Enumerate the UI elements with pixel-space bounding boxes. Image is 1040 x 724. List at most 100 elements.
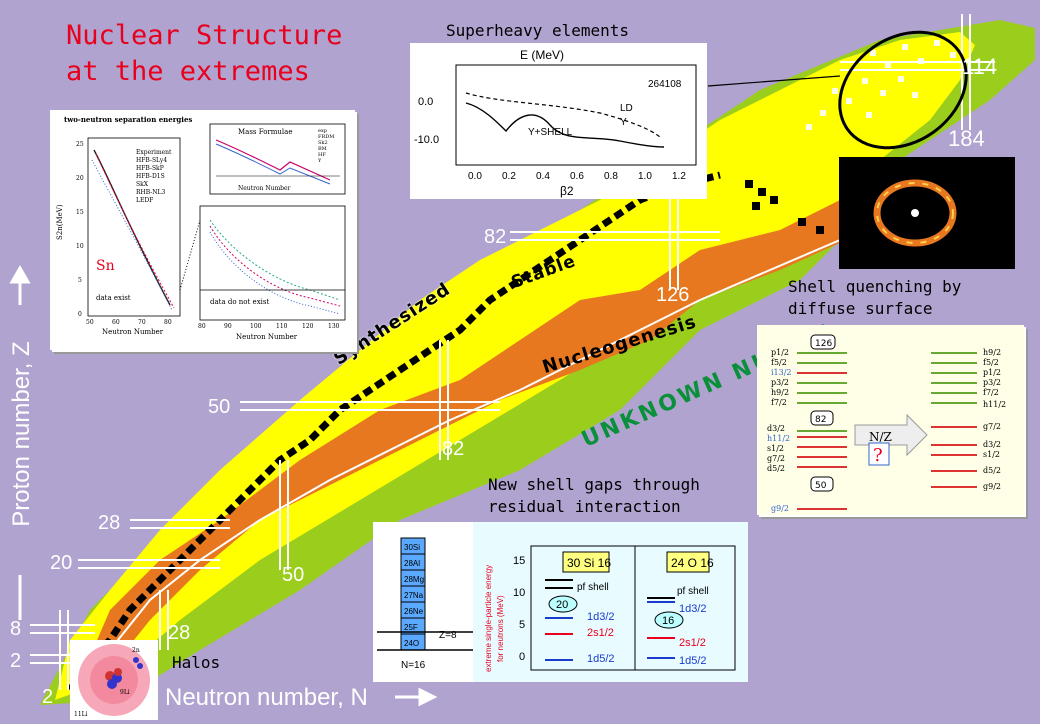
sh-shell-label: Y+SHELL (528, 127, 573, 138)
si-gap: 20 (556, 599, 568, 611)
halos-caption: Halos (172, 653, 221, 672)
o-orbital-1: 2s1/2 (679, 637, 706, 649)
xtick-r-3: 110 (276, 323, 288, 330)
ngp-ytick-1: 10 (513, 587, 525, 599)
right-level-lines (931, 352, 977, 488)
s2n-y-label: S2n(MeV) (56, 204, 64, 240)
shell-levels-panel: p1/2 f5/2 i13/2 p3/2 h9/2 f7/2 d3/2 h11/… (757, 325, 1024, 515)
legend-4: SkX (136, 181, 149, 188)
shell-quenching-caption: Shell quenching by diffuse surface (788, 276, 961, 320)
x-axis-label: Neutron number, N (165, 684, 368, 711)
magic-z-114: 114 (962, 54, 998, 79)
mass-legend-1: FRDM (318, 134, 334, 140)
sh-y-label: Y (620, 117, 627, 128)
ytick-2: 15 (76, 209, 84, 216)
lvl-l-4: h9/2 (771, 388, 789, 397)
halo-2n-label: 2n (132, 647, 140, 654)
ytick-1: 20 (76, 175, 84, 182)
diffuse-surface-image (839, 157, 1015, 269)
sh-ld-label: LD (620, 103, 633, 114)
box-126: 126 (815, 339, 832, 349)
o-orbital-0: 1d3/2 (679, 603, 707, 615)
xtick-l-3: 80 (164, 319, 172, 326)
ngp-ytick-0: 15 (513, 555, 525, 567)
halo-11li-label: 11Li (74, 711, 88, 718)
s2n-x-label-left: Neutron Number (102, 328, 164, 336)
ytick-0: 25 (76, 141, 84, 148)
lvl-r-5: h11/2 (983, 400, 1006, 409)
o-label: 24 O 16 (671, 556, 714, 570)
superheavy-caption: Superheavy elements (446, 21, 630, 40)
o-pf-shell: pf shell (677, 586, 709, 597)
lvl-l-1: f5/2 (771, 358, 787, 367)
iso-3: 27Na (404, 591, 424, 600)
y-axis-label: Proton number, Z (8, 341, 35, 527)
o-orbital-2: 1d5/2 (679, 655, 707, 667)
new-shell-gaps-line-2: residual interaction (488, 497, 681, 516)
ytick-4: 5 (78, 277, 82, 284)
superheavy-y-label: E (MeV) (520, 48, 564, 62)
ngp-y-label-2: for neutrons (MeV) (496, 595, 505, 662)
sh-ytick-1: -10.0 (414, 134, 439, 146)
lvl-l-2: i13/2 (771, 368, 792, 377)
ngp-ytick-2: 5 (519, 619, 525, 631)
isotope-labels: 30Si 28Al 28Mg 27Na 26Ne 25F 24O (404, 543, 424, 648)
superheavy-panel: E (MeV) 0.0 -10.0 264108 LD Y Y+SHELL 0.… (410, 43, 707, 199)
lvl-l-0: p1/2 (771, 348, 789, 357)
box-50: 50 (815, 481, 827, 491)
mass-legend-0: exp (318, 128, 327, 134)
xtick-r-0: 80 (198, 323, 206, 330)
o-levels (647, 597, 675, 659)
ngp-ytick-3: 0 (519, 651, 525, 663)
halo-image: 2n 9Li 11Li (70, 640, 158, 720)
mass-legend-2: Sk2 (318, 140, 328, 146)
xtick-r-4: 120 (302, 323, 314, 330)
xtick-r-1: 90 (224, 323, 232, 330)
lvl-r-10: g9/2 (983, 482, 1001, 491)
stable-squares (745, 180, 824, 234)
data-not-exist-label: data do not exist (210, 298, 269, 306)
xtick-l-0: 50 (86, 319, 94, 326)
lvl-r-2: p1/2 (983, 368, 1001, 377)
legend-6: LEDF (136, 197, 153, 204)
box-82: 82 (815, 415, 826, 425)
xtick-r-2: 100 (250, 323, 262, 330)
title-line-2: at the extremes (66, 56, 310, 87)
mass-legend-3: BM (318, 146, 327, 152)
element-label: Sn (96, 258, 115, 274)
magic-n-184: 184 (948, 126, 985, 151)
o-gap: 16 (662, 615, 674, 627)
iso-4: 26Ne (404, 607, 424, 616)
magic-z-2: 2 (10, 650, 22, 672)
y-axis-arrow (9, 264, 31, 620)
magic-n-2: 2 (42, 686, 54, 708)
xtick-r-5: 130 (328, 323, 340, 330)
lvl-r-1: f5/2 (983, 358, 999, 367)
legend-2: HFB-SkP (136, 165, 164, 172)
legend-0: Experiment (136, 149, 172, 156)
iso-6: 24O (404, 639, 419, 648)
lvl-l-11: g9/2 (771, 504, 789, 513)
sh-xtick-6: 1.2 (672, 171, 686, 182)
lvl-r-4: f7/2 (983, 388, 999, 397)
ngp-y-label-1: extreme single-particle energy (484, 565, 493, 672)
x-axis-arrow (395, 687, 438, 707)
sh-xtick-0: 0.0 (468, 171, 482, 182)
s2n-yticks: 25 20 15 10 5 0 (76, 141, 84, 318)
si-pf-shell: pf shell (577, 582, 609, 593)
magic-n-50: 50 (282, 564, 305, 586)
lvl-r-9: d5/2 (983, 466, 1001, 475)
iso-0: 30Si (404, 543, 420, 552)
lvl-r-8: s1/2 (983, 450, 1000, 459)
ngp-yticks: 15 10 5 0 (513, 555, 525, 663)
s2n-left-xticks: 50 60 70 80 (86, 319, 172, 326)
s2n-panel-title: two-neutron separation energies (64, 115, 192, 124)
left-levels: p1/2 f5/2 i13/2 p3/2 h9/2 f7/2 d3/2 h11/… (767, 348, 792, 513)
si-orbital-0: 1d3/2 (587, 611, 615, 623)
lvl-r-3: p3/2 (983, 378, 1001, 387)
shell-quenching-line-2: diffuse surface (788, 299, 933, 318)
island-pointer-line (707, 75, 841, 87)
shell-quenching-line-1: Shell quenching by (788, 277, 962, 296)
sh-ytick-0: 0.0 (418, 96, 433, 108)
sh-xtick-1: 0.2 (502, 171, 516, 182)
